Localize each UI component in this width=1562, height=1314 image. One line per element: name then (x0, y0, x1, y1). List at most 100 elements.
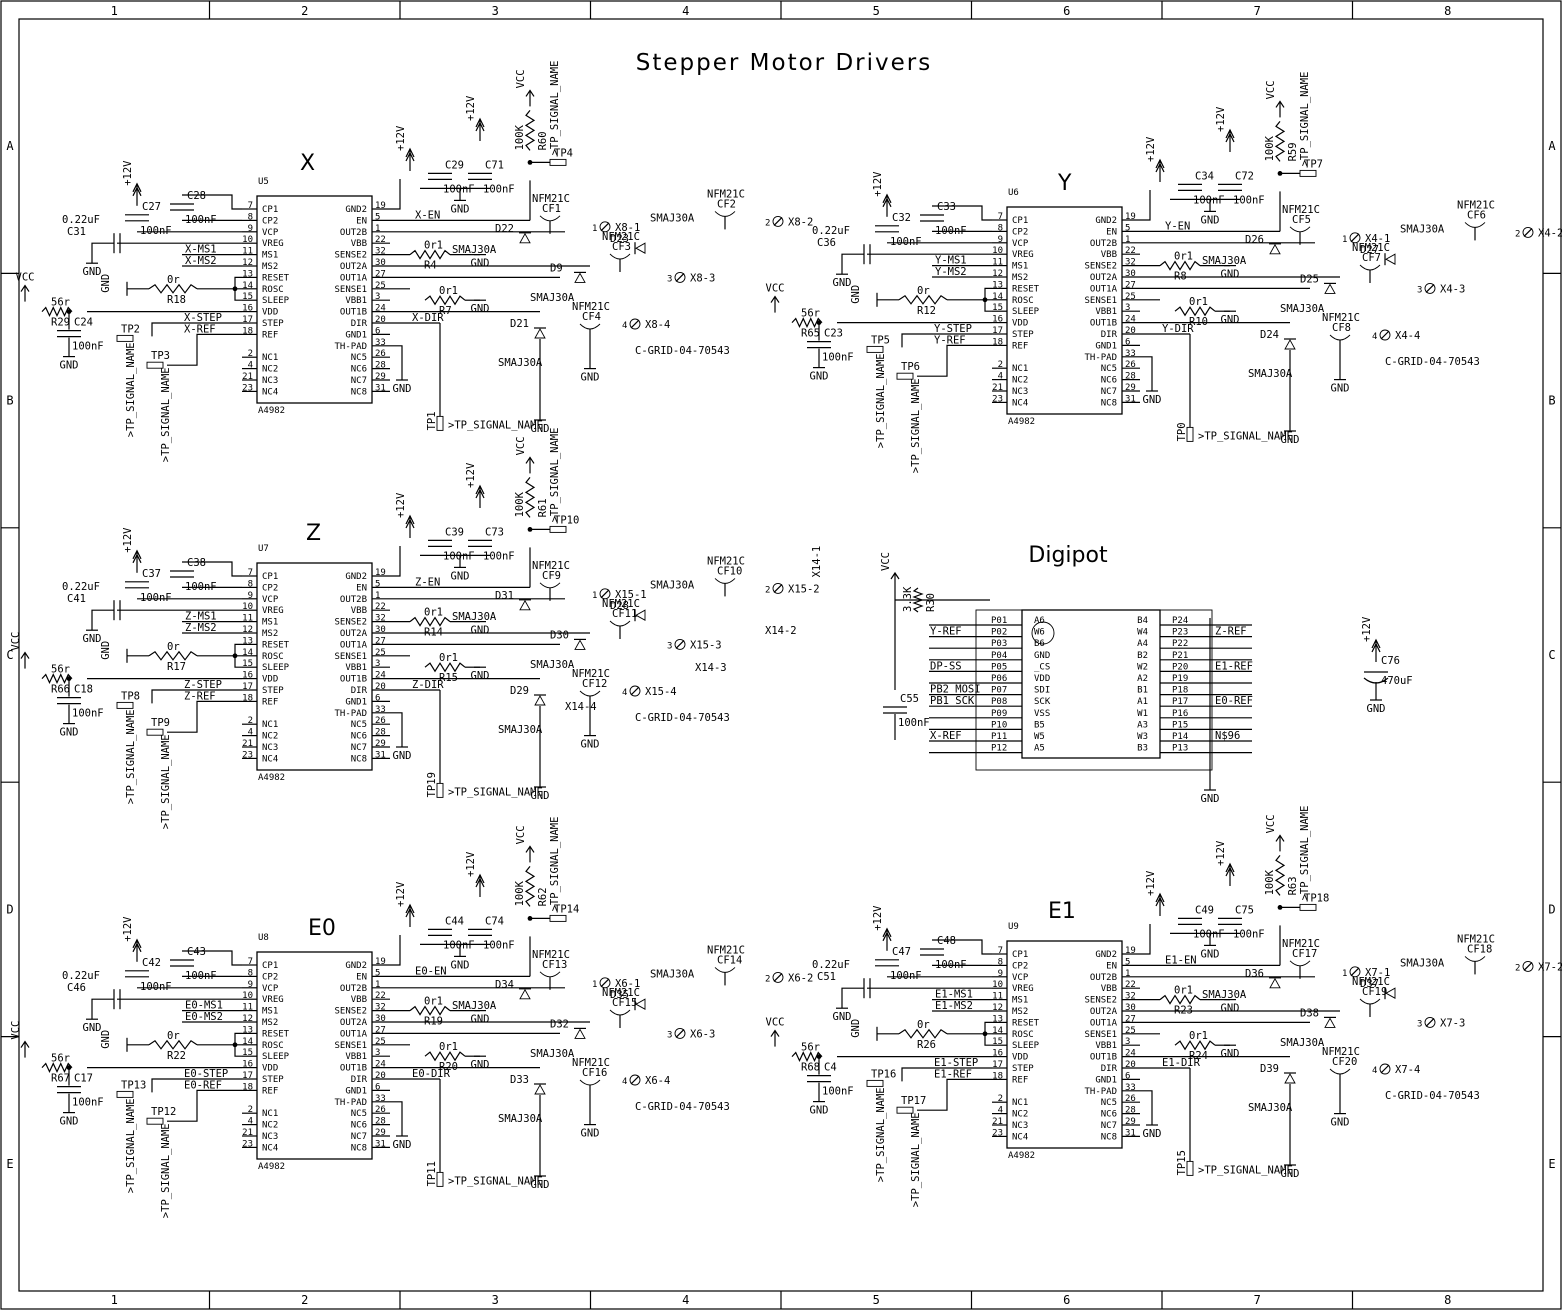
digipot-pin-number: P16 (1172, 709, 1188, 719)
net-label: PB2_MOSI (930, 684, 981, 696)
resistor-name: R26 (917, 1039, 936, 1051)
net-label: E1-REF (934, 1068, 972, 1080)
ic-pin-number: 5 (375, 968, 380, 978)
gnd-label: GND (1143, 394, 1162, 406)
gnd-symbol: GND (451, 955, 469, 971)
terminal-ring (599, 977, 611, 989)
ic-pin-name: NC6 (351, 732, 367, 742)
ic-pin-name: OUT2A (1090, 1007, 1118, 1017)
filter-name: CF13 (542, 959, 567, 971)
filter-part: NFM21C (707, 188, 745, 200)
digipot-pin-name: GND (1034, 651, 1050, 661)
vcc-symbol: VCC (766, 1017, 784, 1047)
diode-name: D26 (1245, 234, 1264, 246)
ic-pin-number: 32 (1125, 992, 1136, 1002)
supply-label: +12V (1361, 616, 1373, 642)
testpoint-name: TP7 (1304, 158, 1323, 170)
ic-pin-name: OUT2A (340, 629, 368, 639)
tp-net-label: >TP_SIGNAL_NAME (125, 709, 137, 804)
filter-part: NFM21C (602, 598, 640, 610)
testpoint-pad (549, 525, 567, 533)
cap-name: C33 (937, 201, 956, 213)
ic-pin-number: 29 (375, 1128, 386, 1138)
ic-pin-name: VBB1 (345, 296, 367, 306)
digipot-pin-name: SDI (1034, 686, 1050, 696)
resistor-name: R10 (1189, 316, 1208, 328)
tp-net-label: >TP_SIGNAL_NAME (160, 734, 172, 829)
ic-pin-number: 2 (998, 360, 1003, 370)
resistor-zigzag (791, 317, 823, 329)
gnd-label: GND (531, 790, 550, 802)
digipot-pin-name: B5 (1034, 720, 1045, 730)
test-point: TP7 (1299, 158, 1323, 177)
ic-pin-number: 9 (998, 969, 1003, 979)
tp-net-label: >TP_SIGNAL_NAME (160, 367, 172, 462)
net-label: Y-REF (930, 626, 962, 638)
resistor-value: 0r1 (1174, 251, 1193, 263)
resistor-name: R63 (1287, 876, 1299, 895)
ic-pin-name: NC7 (351, 743, 367, 753)
frame-column-label: 5 (873, 1293, 880, 1307)
digipot-pin-number: P12 (991, 744, 1007, 754)
driver-title: X (300, 151, 315, 176)
cap-value: 100nF (483, 939, 515, 951)
ic-pin-name: CP1 (1012, 950, 1028, 960)
filter-arc (579, 1079, 601, 1086)
terminal-ring (1522, 226, 1534, 238)
ic-pin-name: MS1 (262, 618, 278, 628)
ic-pin-name: NC3 (1012, 1121, 1028, 1131)
wire-gnd2 (390, 935, 401, 966)
cap-name: C73 (485, 526, 504, 538)
terminal-pin: 4 (1372, 332, 1377, 342)
ic-pin-name: REF (262, 1086, 278, 1096)
gnd-label: GND (60, 1116, 79, 1128)
ic-pin-number: 3 (1125, 303, 1130, 313)
frame-column-label: 1 (111, 4, 118, 18)
terminal-ring (629, 318, 641, 330)
diode-name: D37 (1360, 978, 1379, 990)
gnd-symbol: GND (1143, 390, 1162, 406)
frame-row-label: B (1548, 394, 1555, 408)
driver-title: Z (306, 521, 321, 546)
ic-pin-name: MS2 (262, 1018, 278, 1028)
connector-terminal: 4 X4-4 (1372, 329, 1420, 342)
test-point: TP1 (426, 411, 444, 431)
gnd-symbol: GND (451, 566, 469, 582)
vcc-label: VCC (10, 1021, 22, 1040)
supply-label: +12V (395, 492, 407, 518)
net-label: Z-REF (1215, 626, 1247, 638)
ic-pin-number: 15 (242, 292, 253, 302)
ic-pin-number: 3 (375, 292, 380, 302)
net-label: Y-MS2 (935, 266, 967, 278)
terminal-name: X4-4 (1395, 330, 1420, 342)
diode-name: D31 (495, 590, 514, 602)
ic-pin-number: 19 (1125, 212, 1136, 222)
resistor-zigzag (1174, 1040, 1216, 1051)
diode-body (534, 1084, 546, 1095)
net-label: X-DIR (412, 312, 444, 324)
ic-pin-number: 6 (1125, 337, 1130, 347)
ic-pin-name: NC3 (262, 743, 278, 753)
ic-pin-number: 19 (375, 201, 386, 211)
vcc-label: VCC (515, 825, 527, 844)
ic-pin-number: 31 (1125, 1128, 1136, 1138)
terminal-ring (772, 582, 784, 594)
digipot-pin-number: P14 (1172, 732, 1188, 742)
ic-pin-number: 10 (242, 235, 253, 245)
digipot-pin-number: P06 (991, 674, 1007, 684)
digipot-pin-number: P23 (1172, 628, 1188, 638)
filter-name: CF16 (582, 1067, 607, 1079)
testpoint-pad (436, 782, 444, 798)
diode-name: D28 (610, 600, 629, 612)
